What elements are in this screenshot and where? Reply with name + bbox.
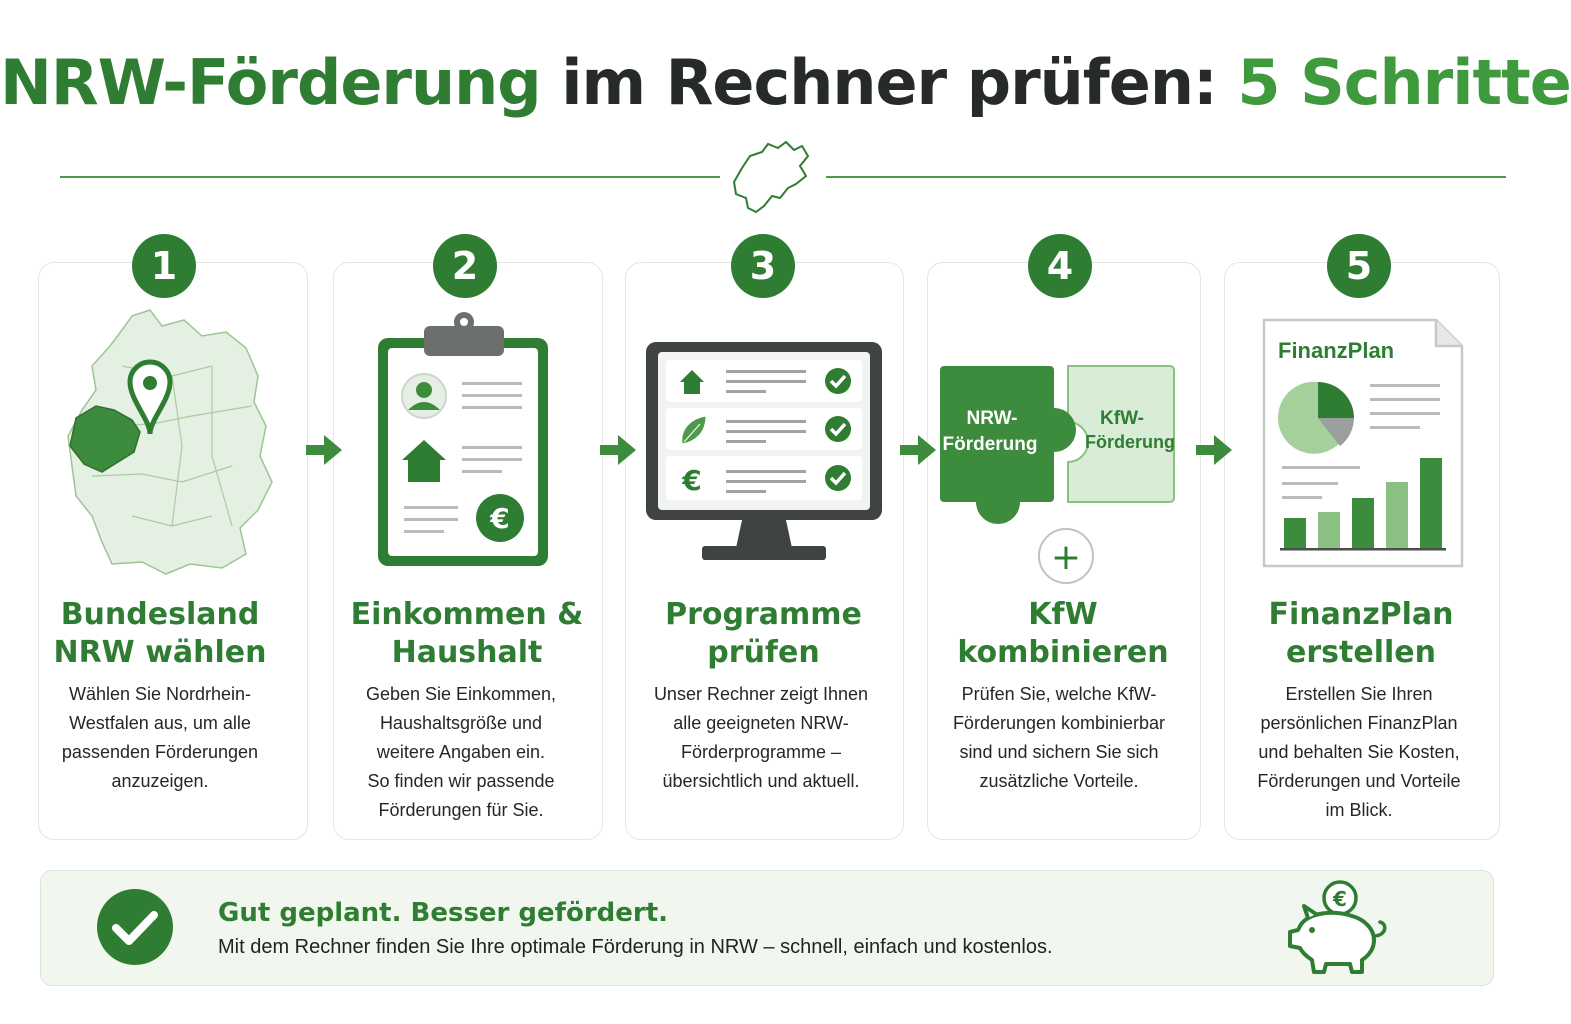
checkmark-icon [825,416,851,442]
banner-title: Gut geplant. Besser gefördert. [218,898,669,928]
step-title-2: Einkommen &Haushalt [350,597,584,670]
monitor-icon: € [646,342,882,560]
step-number-badge-3: 3 [731,234,795,298]
finanzplan-doc-title: FinanzPlan [1278,338,1394,363]
puzzle-icon: NRW- Förderung KfW- Förderung + [940,365,1175,584]
checkmark-icon [97,889,173,965]
arrow-right-icon [306,435,342,465]
puzzle-label-nrw: NRW- [967,408,1018,429]
title-divider-left [60,176,720,178]
clipboard-icon: € [378,312,548,566]
step-number-badge-4: 4 [1028,234,1092,298]
puzzle-label-nrw-2: Förderung [943,434,1038,455]
step-desc-1: Wählen Sie Nordrhein-Westfalen aus, um a… [61,684,259,791]
title-part-steps: 5 Schritte [1237,46,1571,119]
checkmark-icon [825,465,851,491]
step-number-badge-2: 2 [433,234,497,298]
finance-document-icon: FinanzPlan [1262,318,1464,568]
arrow-right-icon [900,435,936,465]
nrw-outline-icon [732,140,810,214]
page-title: NRW-Förderung im Rechner prüfen: 5 Schri… [0,52,1571,114]
germany-map-icon [67,309,273,575]
plus-symbol: + [1051,537,1081,578]
title-divider-right [826,176,1506,178]
checkmark-icon [825,368,851,394]
step-number-badge-5: 5 [1327,234,1391,298]
plus-icon [1038,528,1094,584]
banner-text: Mit dem Rechner finden Sie Ihre optimale… [218,936,1053,958]
location-pin-icon [127,359,173,435]
arrow-right-icon [600,435,636,465]
arrow-right-icon [1196,435,1232,465]
title-part-nrw: NRW-Förderung [0,46,542,119]
euro-symbol: € [681,464,701,497]
step-desc-4: Prüfen Sie, welche KfW-Förderungen kombi… [952,684,1166,791]
summary-banner [40,870,1494,986]
euro-coin-symbol: € [489,502,509,535]
piggy-bank-icon: € [1288,880,1387,974]
step-number-badge-1: 1 [132,234,196,298]
title-part-middle: im Rechner prüfen: [540,46,1238,119]
piggy-coin-symbol: € [1332,887,1347,911]
puzzle-label-kfw-2: Förderung [1085,432,1175,452]
puzzle-label-kfw: KfW- [1100,408,1144,429]
